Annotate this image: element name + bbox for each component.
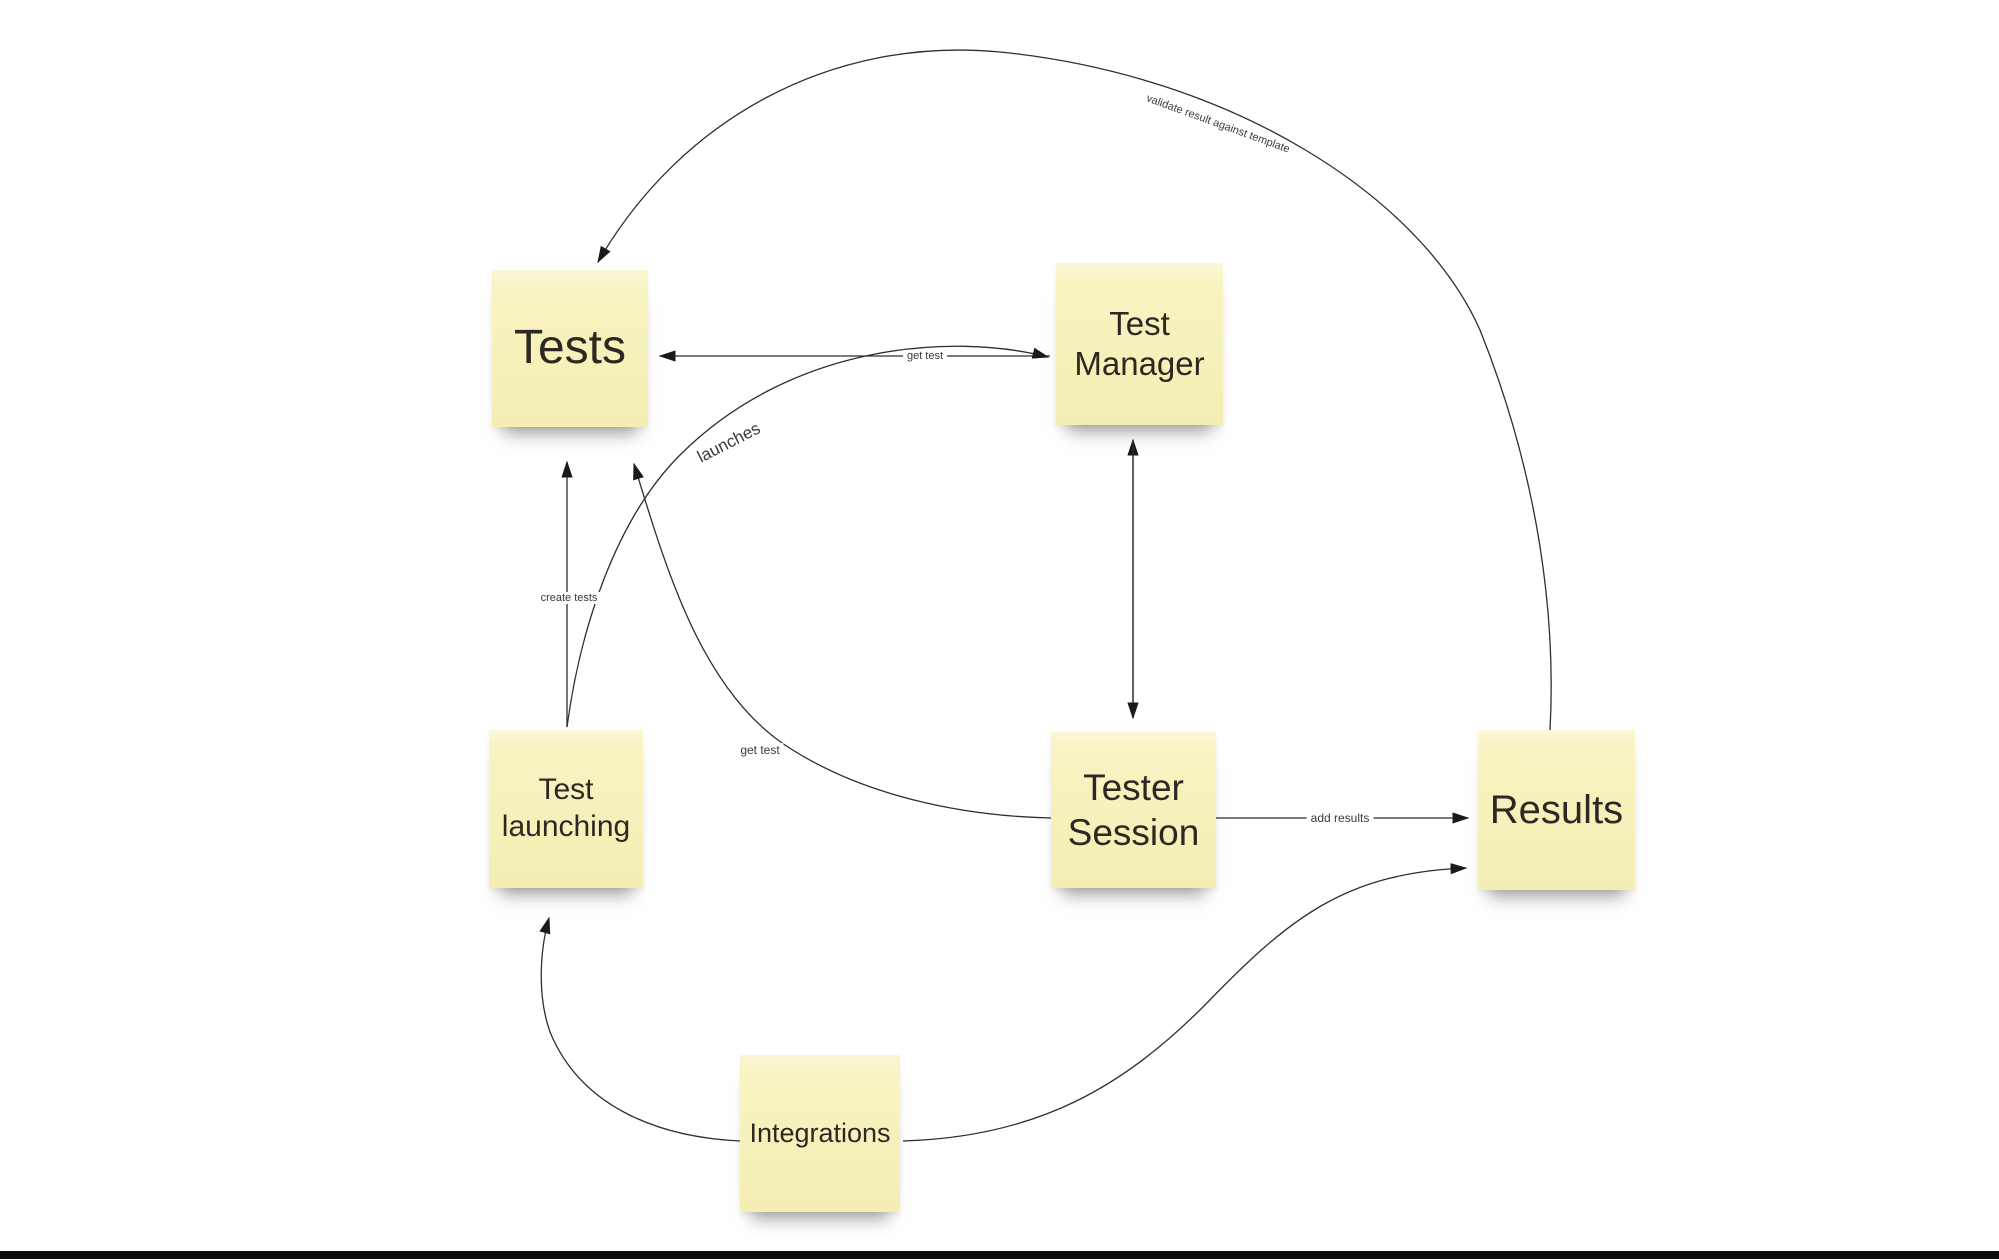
note-integrations-label: Integrations (749, 1118, 891, 1149)
edge-integrations-results (902, 863, 1468, 1142)
edge-integrations-launching (539, 916, 741, 1142)
note-test-launching[interactable]: Test launching (489, 730, 643, 888)
edge-launches (566, 345, 1050, 728)
note-test-manager-label: Test Manager (1074, 304, 1205, 382)
note-tester-session-label: Tester Session (1067, 766, 1200, 853)
note-test-launching-label: Test launching (501, 773, 631, 843)
edge-label-add-results: add results (1306, 811, 1374, 825)
edge-label-create-tests: create tests (536, 592, 602, 604)
bottom-edge-bar (0, 1251, 1999, 1259)
note-tester-session[interactable]: Tester Session (1051, 732, 1216, 888)
note-integrations[interactable]: Integrations (740, 1055, 900, 1212)
note-tests-label: Tests (513, 321, 627, 375)
note-tests[interactable]: Tests (492, 270, 648, 427)
note-test-manager[interactable]: Test Manager (1056, 263, 1223, 425)
edge-label-get-test-top: get test (902, 350, 948, 362)
edge-validate (597, 49, 1552, 731)
edge-label-get-test-bottom: get test (736, 743, 784, 757)
note-results-label: Results (1489, 787, 1624, 832)
note-results[interactable]: Results (1478, 730, 1635, 890)
edge-get-test-bottom (633, 462, 1052, 819)
